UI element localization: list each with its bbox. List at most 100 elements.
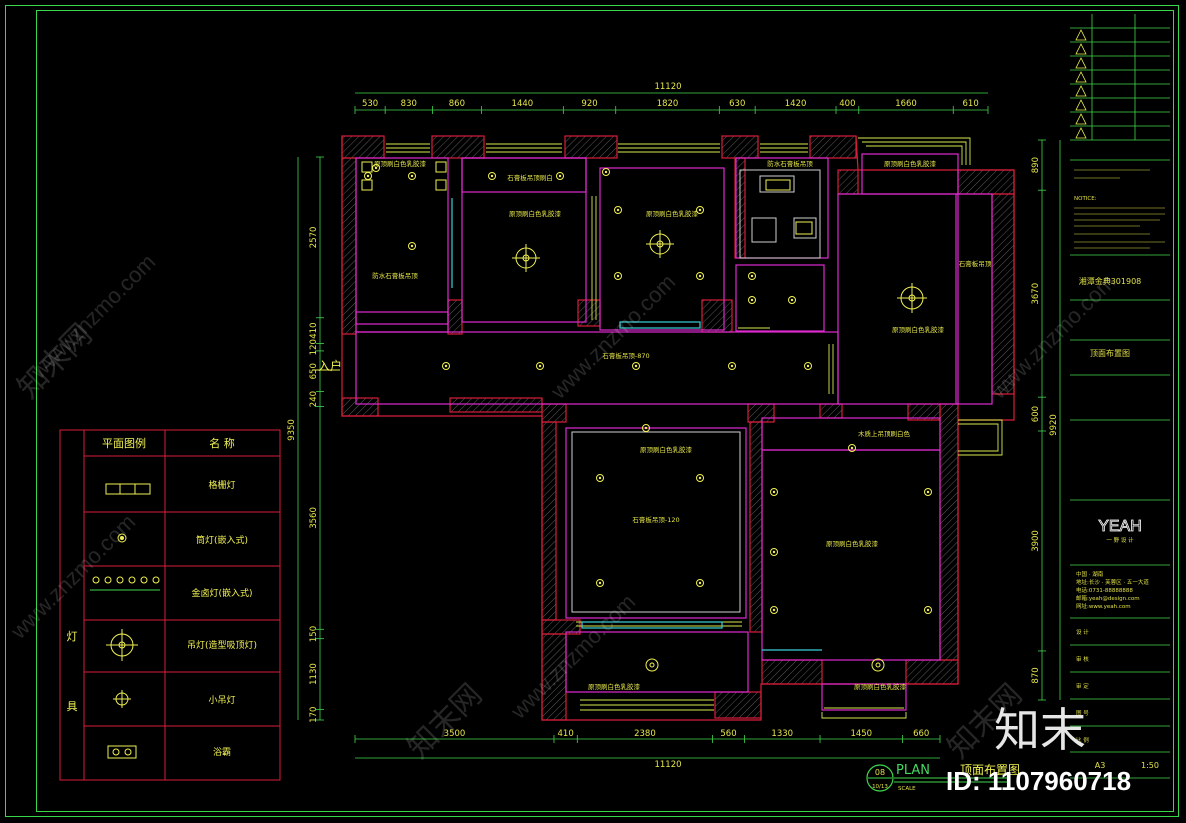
top-overall-dim: 11120 [654, 82, 681, 92]
room-label: 原顶刷白色乳胶漆 [854, 682, 907, 691]
legend-col2-head: 名 称 [209, 436, 235, 450]
top-dim-segment: 630 [729, 99, 745, 109]
downlight [748, 296, 756, 304]
left-dim-segment: 170 [309, 707, 319, 723]
right-dim-segment: 3670 [1031, 283, 1041, 305]
pendant-lights [512, 230, 927, 672]
outer-frame [5, 5, 1179, 817]
company-line: 地址:长沙 · 芙蓉区 · 五一大道 [1076, 578, 1149, 586]
plan-word: PLAN [896, 763, 930, 778]
downlight [442, 362, 450, 370]
downlight [408, 242, 416, 250]
downlight [924, 606, 932, 614]
small-pendant-icon [113, 690, 131, 708]
right-dim-segment: 600 [1031, 406, 1041, 422]
top-dim-segment: 1440 [512, 99, 534, 109]
tb-row: 图 号 [1076, 709, 1089, 717]
notice-lines [1074, 169, 1165, 249]
room-label: 原顶刷白色乳胶漆 [892, 325, 945, 334]
room-label: 防水石膏板吊顶 [767, 159, 813, 168]
right-dim-segment: 890 [1031, 157, 1041, 173]
spotlight-row-icon [90, 576, 160, 591]
right-overall-dim: 9920 [1049, 414, 1059, 436]
room-label: 木质上吊顶刷白色 [858, 429, 911, 438]
sheet-sub: 10/13 [872, 784, 888, 790]
downlight [788, 296, 796, 304]
downlight [696, 206, 704, 214]
downlight [596, 579, 604, 587]
wm-site: www.znzmo.com [545, 269, 680, 404]
cyan-glazing [451, 198, 822, 651]
downlight [804, 362, 812, 370]
project-name: 湘潭金典301908 [1079, 276, 1142, 286]
legend-name-6: 浴霸 [213, 747, 231, 758]
downlight [770, 488, 778, 496]
image-id: ID: 1107960718 [946, 766, 1131, 796]
legend-side-1: 灯 [67, 630, 78, 643]
room-label: 原顶刷白色乳胶漆 [374, 159, 427, 168]
downlight [728, 362, 736, 370]
downlight [536, 362, 544, 370]
top-dim-segment: 860 [449, 99, 465, 109]
top-dim-segment: 1660 [895, 99, 917, 109]
right-dim-segment: 3900 [1031, 530, 1041, 552]
room-label: 原顶刷白色乳胶漆 [646, 209, 699, 218]
downlight-icon [117, 533, 127, 543]
legend-name-2: 筒灯(嵌入式) [196, 534, 248, 546]
brand-watermark: 知末 [994, 704, 1086, 756]
room-label: 原顶刷白色乳胶漆 [509, 209, 562, 218]
company-line: 电话:0731-88888888 [1076, 586, 1133, 594]
room-label: 原顶刷白色乳胶漆 [884, 159, 937, 168]
tb-row: 审 核 [1076, 655, 1089, 663]
room-label: 原顶刷白色乳胶漆 [826, 539, 879, 548]
bottom-dim-segment: 1330 [771, 729, 793, 739]
left-overall-dim: 9350 [287, 419, 297, 441]
downlight [642, 424, 650, 432]
downlight [770, 548, 778, 556]
bath-fixtures [361, 161, 813, 235]
drawing-title: 顶面布置图 [960, 763, 1020, 777]
tb-scale: 1:50 [1141, 761, 1159, 770]
left-dim-segment: 2570 [309, 227, 319, 249]
downlight [632, 362, 640, 370]
bottom-dim-segment: 2380 [634, 729, 656, 739]
downlights [364, 164, 932, 614]
bottom-dim-segment: 410 [558, 729, 574, 739]
top-dim-segment: 1820 [657, 99, 679, 109]
left-dim-segment: 1130 [309, 663, 319, 685]
left-dim-segment: 650 [309, 363, 319, 379]
tb-drawing-name: 顶面布置图 [1090, 348, 1130, 358]
wm-cn: 知末网 [402, 678, 489, 765]
room-label: 防水石膏板吊顶 [372, 271, 418, 280]
grille-light-icon [105, 483, 151, 495]
inner-frame [36, 10, 1174, 812]
room-label: 石膏板吊顶-120 [632, 515, 679, 524]
top-dimensions [354, 92, 989, 114]
left-dim-segment: 120 [309, 339, 319, 355]
legend-col1-head: 平面图例 [102, 436, 146, 450]
revision-triangles [1075, 29, 1087, 139]
downlight [696, 579, 704, 587]
downlight [364, 172, 372, 180]
room-labels: 石膏板吊顶刷白 原顶刷白色乳胶漆 原顶刷白色乳胶漆 防水石膏板吊顶 原顶刷白色乳… [372, 159, 992, 691]
top-dim-segment: 920 [581, 99, 597, 109]
top-dim-segment: 530 [362, 99, 378, 109]
left-dim-segment: 3560 [309, 507, 319, 529]
room-label: 石膏板吊顶-870 [602, 351, 649, 360]
legend-name-3: 金卤灯(嵌入式) [191, 587, 252, 599]
top-dim-segment: 610 [963, 99, 979, 109]
tb-row: 设 计 [1076, 628, 1089, 636]
downlight [748, 272, 756, 280]
downlight [924, 488, 932, 496]
top-dim-segment: 1420 [785, 99, 807, 109]
downlight [614, 206, 622, 214]
notice-head: NOTICE: [1074, 196, 1097, 202]
legend-name-4: 吊灯(造型吸顶灯) [187, 639, 257, 651]
wm-site: www.znzmo.com [505, 589, 640, 724]
bottom-dim-segment: 3500 [444, 729, 466, 739]
tb-row: 审 定 [1076, 682, 1089, 690]
ceiling-recess [571, 169, 821, 613]
company-logo-sub: 一 野 设 计 [1106, 536, 1134, 544]
